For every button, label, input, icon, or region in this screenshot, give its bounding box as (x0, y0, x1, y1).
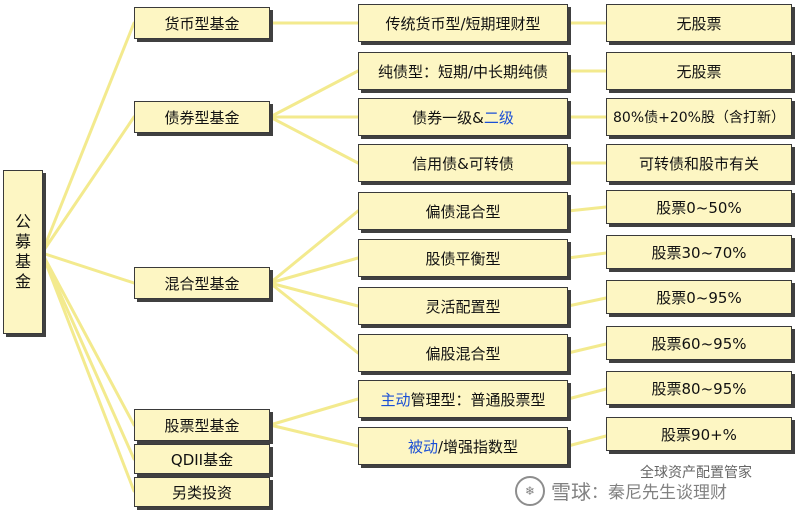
subtype-bond-level-prefix: 债券一级& (412, 108, 484, 127)
desc-no-stock: 无股票 (606, 4, 792, 42)
subtype-passive-highlight: 被动 (407, 437, 438, 456)
category-qdii-fund: QDII基金 (134, 444, 270, 474)
desc-no-stock: 无股票 (606, 52, 792, 90)
subtype-bond-level: 债券一级&二级 (358, 98, 568, 136)
desc-bond-stock-split: 80%债+20%股（含打新） (606, 98, 792, 136)
subtype-passive-index: 被动/增强指数型 (358, 427, 568, 465)
desc-stock-range: 股票80~95% (606, 371, 792, 405)
subtype-active-rest: 管理型：普通股票型 (410, 390, 546, 409)
desc-stock-range: 股票60~95% (606, 326, 792, 360)
desc-stock-range: 股票90+% (606, 417, 792, 451)
subtype-pure-bond: 纯债型：短期/中长期纯债 (358, 52, 568, 90)
watermark: ❄ 雪球 ：秦尼先生谈理财 (515, 468, 800, 513)
category-money-fund: 货币型基金 (134, 7, 270, 39)
root-char: 金 (14, 272, 31, 291)
subtype-bond-biased-mixed: 偏债混合型 (358, 192, 568, 230)
category-alternative-investment: 另类投资 (134, 477, 270, 507)
watermark-brand: 雪球 (551, 480, 591, 504)
subtype-credit-convertible: 信用债&可转债 (358, 144, 568, 182)
subtype-passive-rest: /增强指数型 (437, 437, 519, 456)
root-char: 公 (14, 212, 31, 231)
desc-stock-range: 股票0~50% (606, 190, 792, 224)
subtype-active-highlight: 主动 (380, 390, 411, 409)
root-char: 基 (14, 252, 31, 271)
desc-stock-range: 股票30~70% (606, 235, 792, 269)
subtype-traditional-money: 传统货币型/短期理财型 (358, 4, 568, 42)
snowball-logo-icon: ❄ (515, 475, 545, 506)
subtype-bond-level-highlight: 二级 (483, 108, 514, 127)
category-stock-fund: 股票型基金 (134, 409, 270, 441)
watermark-channel: 全球资产配置管家 (640, 465, 752, 481)
root-char: 募 (14, 232, 31, 251)
watermark-author: ：秦尼先生谈理财 (591, 483, 727, 503)
subtype-stock-biased-mixed: 偏股混合型 (358, 334, 568, 372)
subtype-balanced: 股债平衡型 (358, 239, 568, 277)
subtype-flexible-allocation: 灵活配置型 (358, 287, 568, 325)
root-node-public-funds: 公 募 基 金 (3, 170, 43, 334)
category-bond-fund: 债券型基金 (134, 101, 270, 133)
desc-convertible-note: 可转债和股市有关 (606, 144, 792, 182)
subtype-active-stock: 主动管理型：普通股票型 (358, 380, 568, 418)
category-mixed-fund: 混合型基金 (134, 267, 270, 299)
desc-stock-range: 股票0~95% (606, 280, 792, 314)
